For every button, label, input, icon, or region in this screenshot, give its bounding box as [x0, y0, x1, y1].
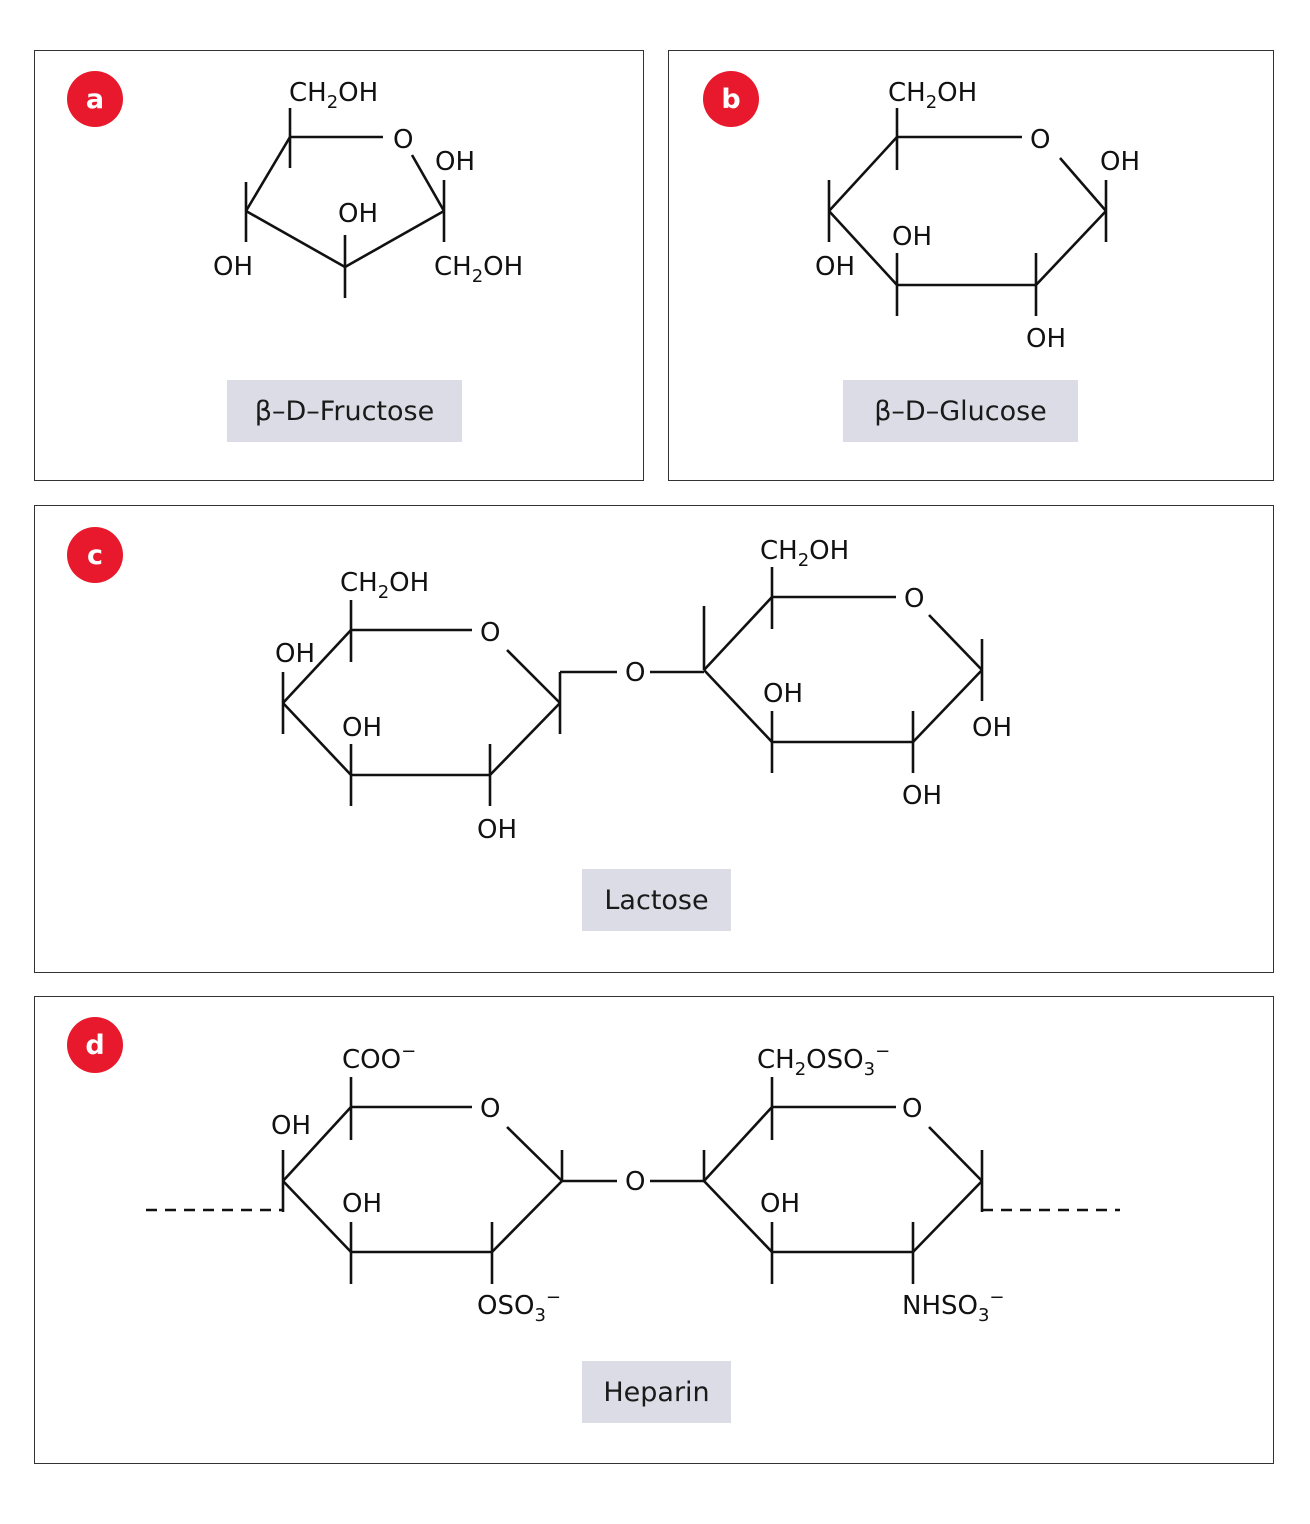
lactose-left-o: O	[480, 618, 500, 648]
panel-d-badge: d	[67, 1017, 123, 1073]
panel-b-caption: β–D–Glucose	[843, 380, 1078, 442]
lactose-left-ch2oh: CH2OH	[340, 568, 429, 603]
lactose-left-oh-c3: OH	[342, 713, 382, 743]
panel-b-badge: b	[703, 71, 759, 127]
fructose-oh-c4: OH	[213, 252, 253, 282]
glucose-structure: CH2OH O OH OH OH OH	[815, 78, 1140, 354]
panel-d-caption: Heparin	[582, 1361, 731, 1423]
lactose-left-oh-c4: OH	[275, 639, 315, 669]
heparin-right-o: O	[902, 1094, 922, 1124]
lactose-structure: CH2OH O OH OH OH O CH2OH O OH OH OH	[275, 536, 1012, 845]
glucose-oh-c1: OH	[1100, 147, 1140, 177]
glucose-ch2oh: CH2OH	[888, 78, 977, 113]
fructose-ring-o: O	[393, 125, 413, 155]
lactose-right-oh-c1: OH	[972, 713, 1012, 743]
panel-a-badge: a	[67, 71, 123, 127]
panel-a-caption: β–D–Fructose	[227, 380, 462, 442]
panel-c-badge: c	[67, 527, 123, 583]
fructose-ch2oh-top: CH2OH	[289, 78, 378, 113]
glucose-oh-c3: OH	[892, 222, 932, 252]
glucose-oh-c4: OH	[815, 252, 855, 282]
glucose-ring-o: O	[1030, 125, 1050, 155]
heparin-nhso3: NHSO3−	[902, 1287, 1005, 1326]
fructose-ch2oh-c2: CH2OH	[434, 252, 523, 287]
heparin-ch2oso3: CH2OSO3−	[757, 1041, 890, 1080]
heparin-coo: COO−	[342, 1041, 416, 1075]
lactose-left-oh-c2: OH	[477, 815, 517, 845]
fructose-oh-anomeric: OH	[435, 147, 475, 177]
panel-c-lactose	[34, 505, 1274, 973]
lactose-right-oh-c3: OH	[763, 679, 803, 709]
heparin-right-oh-c3: OH	[760, 1189, 800, 1219]
heparin-structure: COO− O OH OH OSO3− O CH2OSO3− O OH NHSO3…	[146, 1041, 1120, 1326]
fructose-structure: CH2OH O OH OH OH CH2OH	[213, 78, 523, 298]
lactose-right-oh-c2: OH	[902, 781, 942, 811]
panel-c-caption: Lactose	[582, 869, 731, 931]
fructose-oh-c3: OH	[338, 199, 378, 229]
heparin-left-o: O	[480, 1094, 500, 1124]
lactose-right-o: O	[904, 584, 924, 614]
heparin-bridge-o: O	[625, 1167, 645, 1197]
lactose-bridge-o: O	[625, 658, 645, 688]
heparin-oso3: OSO3−	[477, 1287, 561, 1326]
lactose-right-ch2oh: CH2OH	[760, 536, 849, 571]
heparin-left-oh-c4: OH	[271, 1111, 311, 1141]
glucose-oh-c2: OH	[1026, 324, 1066, 354]
heparin-left-oh-c3: OH	[342, 1189, 382, 1219]
